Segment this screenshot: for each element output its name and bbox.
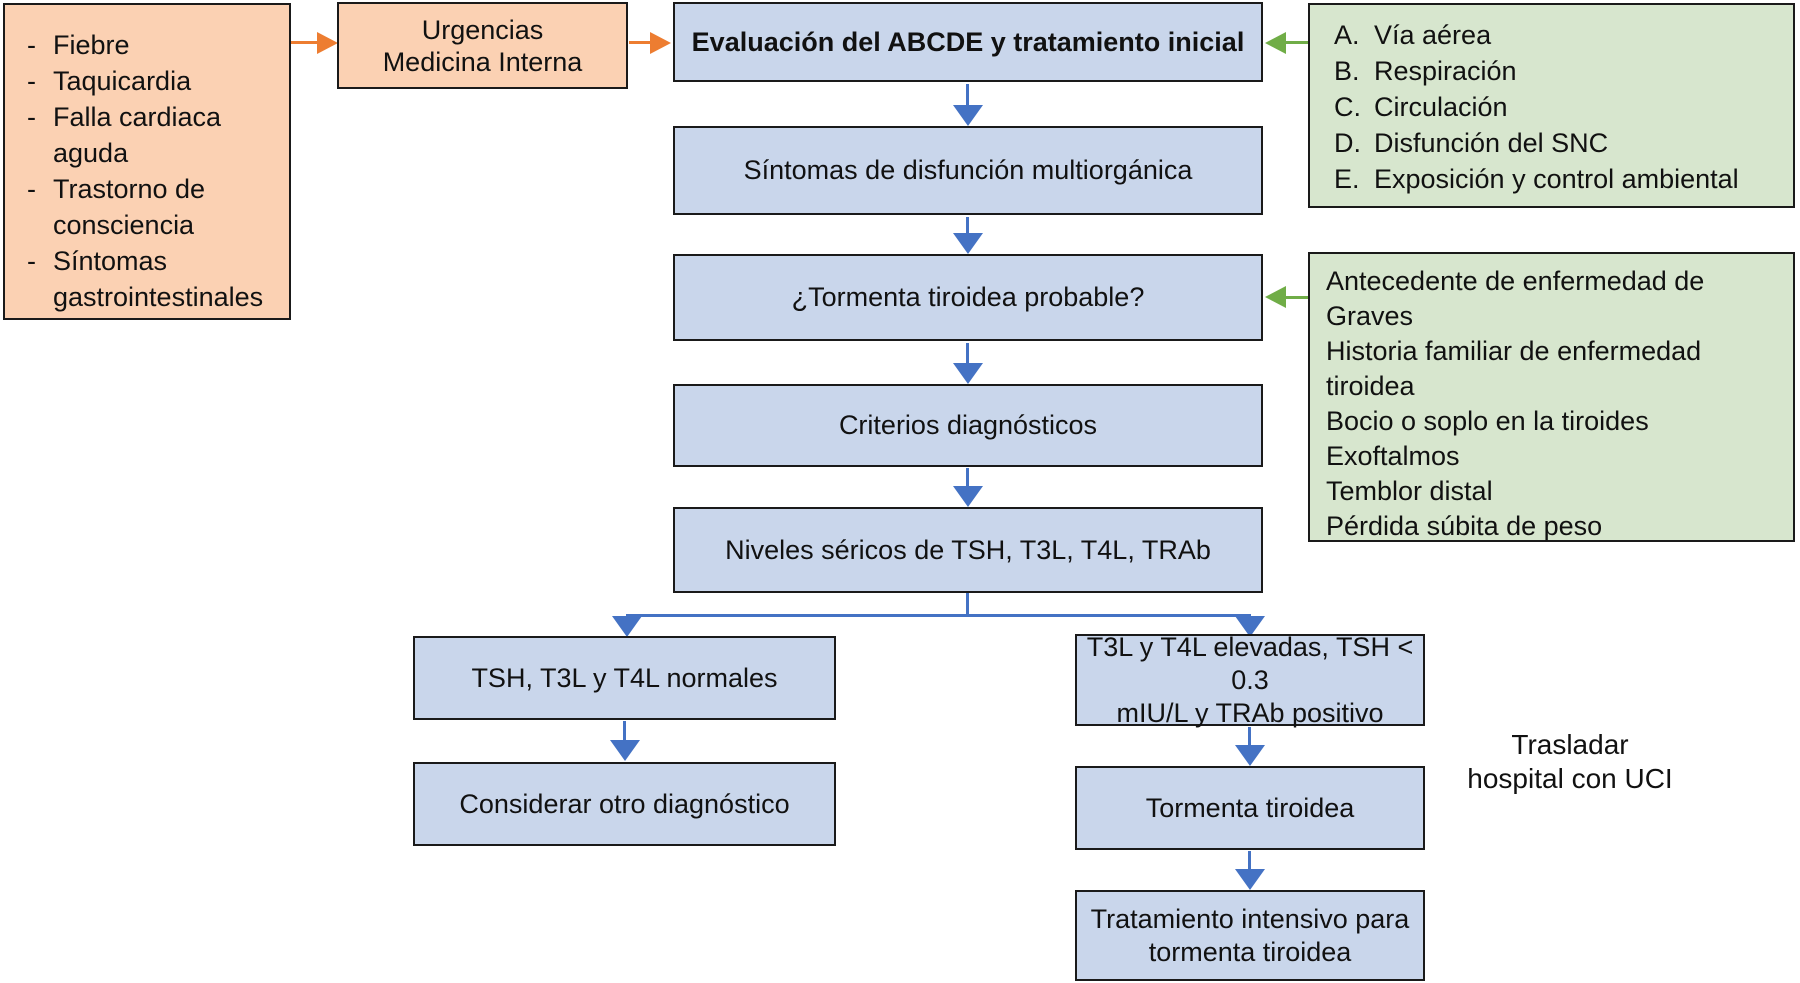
criterios-diagnosticos-box: Criterios diagnósticos [673,384,1263,467]
symptom-label: Falla cardiaca aguda [53,102,222,168]
symptom-item: - Taquicardia [27,63,191,99]
urgencias-line2: Medicina Interna [382,46,583,77]
abcde-key: E. [1334,164,1360,194]
symptoms-box: - Fiebre - Taquicardia - Falla cardiaca … [3,3,291,320]
abcde-item: A. Vía aérea [1334,17,1491,53]
connector-elevadas-to-tormenta [1248,727,1251,745]
tormenta-tiroidea-box: Tormenta tiroidea [1075,766,1425,850]
symptom-item: - Trastorno de consciencia [27,171,281,243]
abcde-key: D. [1334,128,1361,158]
tratamiento-line2: tormenta tiroidea [1148,936,1352,967]
connector-antecedentes-to-tormenta [1284,296,1308,299]
trasladar-line1: Trasladar [1511,729,1629,760]
connector-abcde-to-evaluacion [1284,41,1308,44]
niveles-label: Niveles séricos de TSH, T3L, T4L, TRAb [725,534,1211,565]
abcde-label: Respiración [1374,56,1517,86]
trasladar-line2: hospital con UCI [1467,763,1673,794]
sintomas-multiorganica-box: Síntomas de disfunción multiorgánica [673,126,1263,215]
considerar-label: Considerar otro diagnóstico [459,788,790,819]
symptom-label: Taquicardia [53,66,192,96]
symptom-item: - Síntomas gastrointestinales [27,243,281,315]
abcde-key: B. [1334,56,1360,86]
tratamiento-intensivo-box: Tratamiento intensivo para tormenta tiro… [1075,890,1425,981]
connector-criterios-to-niveles [966,468,969,487]
dash-bullet: - [27,246,36,276]
connector-tormenta-to-tratamiento [1248,851,1251,869]
symptom-label: Síntomas gastrointestinales [53,246,264,312]
abcde-item: C. Circulación [1334,89,1508,125]
abcde-label: Disfunción del SNC [1374,128,1609,158]
symptom-label: Fiebre [53,30,130,60]
elevadas-line2: mIU/L y TRAb positivo [1116,697,1384,728]
arrowhead-down-icon [1235,616,1265,637]
evaluacion-label: Evaluación del ABCDE y tratamiento inici… [691,26,1245,57]
sintomas-label: Síntomas de disfunción multiorgánica [743,155,1193,185]
abcde-key: C. [1334,92,1361,122]
connector-urgencias-to-evaluacion [629,41,653,44]
trasladar-note: Trasladar hospital con UCI [1385,728,1755,796]
branch-horizontal-line [626,614,1251,617]
tormenta-tiroidea-label: Tormenta tiroidea [1145,792,1355,823]
abcde-label: Exposición y control ambiental [1374,164,1739,194]
t3l-t4l-elevadas-box: T3L y T4L elevadas, TSH < 0.3 mIU/L y TR… [1075,631,1425,728]
tormenta-probable-box: ¿Tormenta tiroidea probable? [673,254,1263,341]
arrowhead-down-icon [953,486,983,507]
arrowhead-down-icon [612,616,642,637]
niveles-sericos-box: Niveles séricos de TSH, T3L, T4L, TRAb [673,507,1263,593]
antecedente-item: Temblor distal [1326,476,1493,506]
tsh-normales-box: TSH, T3L y T4L normales [413,636,836,720]
abcde-box: A. Vía aérea B. Respiración C. Circulaci… [1308,3,1795,208]
arrowhead-down-icon [953,105,983,126]
arrowhead-right-icon [317,32,338,54]
arrowhead-down-icon [1235,745,1265,766]
abcde-item: D. Disfunción del SNC [1334,125,1608,161]
antecedente-item: Historia familiar de enfermedad tiroidea [1326,336,1702,401]
urgencias-box: Urgencias Medicina Interna [337,2,628,89]
tratamiento-line1: Tratamiento intensivo para [1090,903,1410,934]
antecedente-item: Bocio o soplo en la tiroides [1326,406,1649,436]
connector-normales-to-considerar [623,721,626,741]
urgencias-line1: Urgencias [421,14,544,45]
dash-bullet: - [27,174,36,204]
arrowhead-down-icon [610,740,640,761]
dash-bullet: - [27,66,36,96]
dash-bullet: - [27,102,36,132]
criterios-label: Criterios diagnósticos [838,410,1098,440]
antecedente-item: Exoftalmos [1326,441,1460,471]
abcde-label: Vía aérea [1374,20,1492,50]
arrowhead-right-icon [650,32,671,54]
elevadas-line1: T3L y T4L elevadas, TSH < 0.3 [1086,631,1414,695]
arrowhead-down-icon [953,233,983,254]
arrowhead-left-icon [1265,286,1286,308]
arrowhead-down-icon [953,363,983,384]
abcde-key: A. [1334,20,1360,50]
abcde-label: Circulación [1374,92,1508,122]
abcde-item: B. Respiración [1334,53,1517,89]
symptom-item: - Falla cardiaca aguda [27,99,281,171]
connector-sintomas-to-tormenta [966,217,969,234]
considerar-otro-diagnostico-box: Considerar otro diagnóstico [413,762,836,846]
dash-bullet: - [27,30,36,60]
connector-symptoms-to-urgencias [291,41,321,44]
tsh-normales-label: TSH, T3L y T4L normales [471,662,778,693]
tormenta-probable-label: ¿Tormenta tiroidea probable? [791,282,1145,312]
arrowhead-down-icon [1235,869,1265,890]
abcde-item: E. Exposición y control ambiental [1334,161,1739,197]
symptom-label: Trastorno de consciencia [53,174,206,240]
antecedentes-box: Antecedente de enfermedad de Graves Hist… [1308,252,1795,542]
branch-stem [966,593,969,616]
arrowhead-left-icon [1265,32,1286,54]
antecedente-item: Antecedente de enfermedad de Graves [1326,266,1705,331]
connector-tormenta-to-criterios [966,343,969,364]
evaluacion-abcde-box: Evaluación del ABCDE y tratamiento inici… [673,2,1263,82]
symptom-item: - Fiebre [27,27,130,63]
antecedente-item: Pérdida súbita de peso [1326,511,1603,541]
connector-evaluacion-to-sintomas [966,84,969,106]
